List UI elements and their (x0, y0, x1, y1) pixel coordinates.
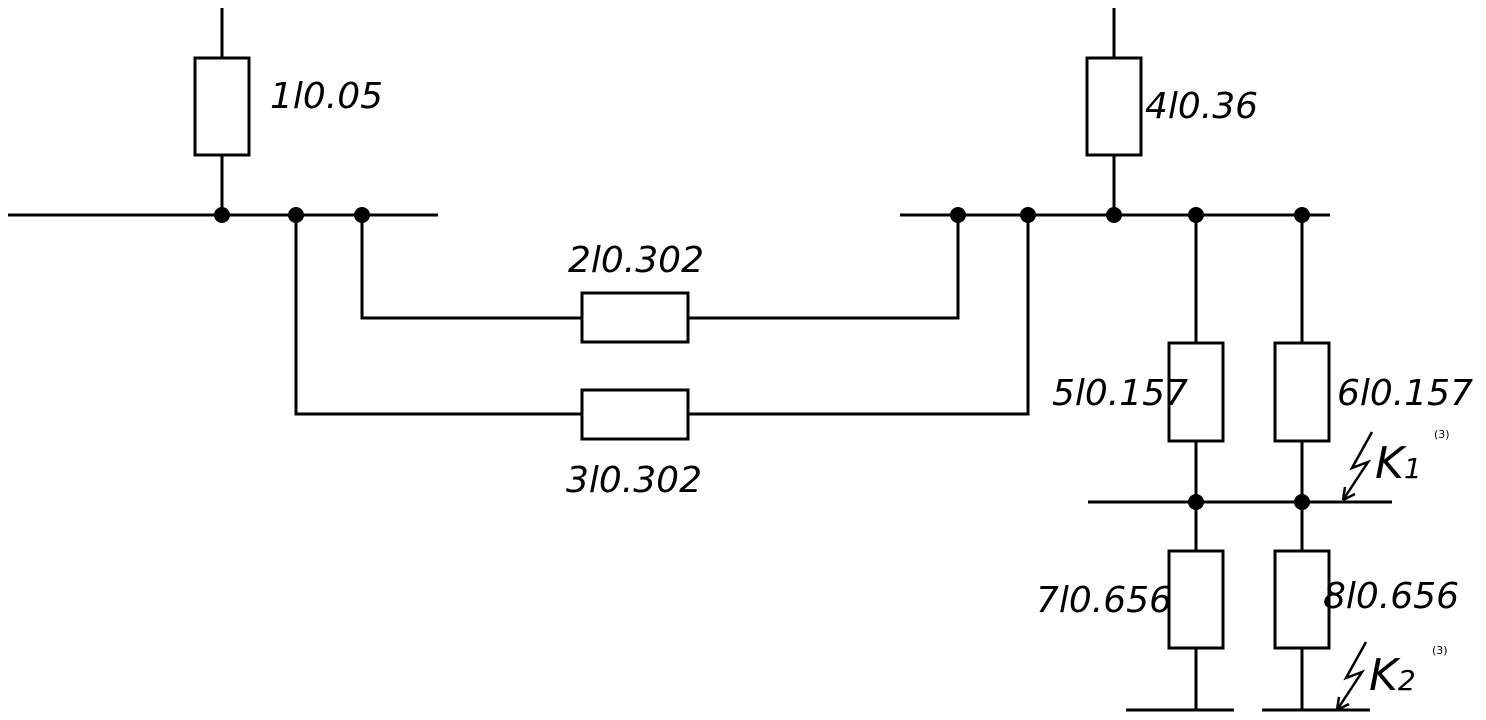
label-r5: 5l0.157 (1052, 373, 1188, 414)
junction-dot (1106, 207, 1122, 223)
wire-3-right (688, 215, 1030, 416)
fault-k1-icon (1341, 431, 1374, 502)
fault-k1-sub: 1 (1404, 452, 1422, 485)
fault-k2-sup: (3) (1432, 644, 1448, 657)
wire-2-right (688, 215, 960, 320)
junction-dot (950, 207, 966, 223)
label-r6: 6l0.157 (1337, 373, 1473, 414)
label-r2: 2l0.302 (568, 240, 704, 281)
junction-dot (288, 207, 304, 223)
fault-k1-sup: (3) (1434, 428, 1450, 441)
wire-2-left (360, 215, 582, 320)
junction-dot (1294, 207, 1310, 223)
fault-k2-label: K2 (1369, 650, 1416, 701)
wire-3-left (294, 215, 582, 416)
resistor-8 (1273, 549, 1331, 650)
fault-k1-label: K1 (1375, 438, 1422, 489)
junction-dot (1294, 494, 1310, 510)
label-r4: 4l0.36 (1145, 86, 1258, 127)
junction-dot (354, 207, 370, 223)
label-r1: 1l0.05 (270, 76, 383, 117)
junction-dot (1188, 207, 1204, 223)
fault-k2-icon (1335, 641, 1368, 712)
label-r3: 3l0.302 (566, 460, 702, 501)
fault-k1-letter: K (1375, 438, 1407, 489)
junction-dot (214, 207, 230, 223)
resistor-7 (1167, 549, 1225, 650)
fault-k2-letter: K (1369, 650, 1401, 701)
resistor-4 (1085, 56, 1143, 157)
junction-dot (1020, 207, 1036, 223)
resistor-3 (580, 388, 690, 441)
fault-k2-sub: 2 (1398, 664, 1416, 697)
resistor-6 (1273, 341, 1331, 443)
label-r7: 7l0.656 (1036, 580, 1172, 621)
junction-dot (1188, 494, 1204, 510)
resistor-2 (580, 291, 690, 344)
resistor-1 (193, 56, 251, 157)
label-r8: 8l0.656 (1323, 576, 1459, 617)
